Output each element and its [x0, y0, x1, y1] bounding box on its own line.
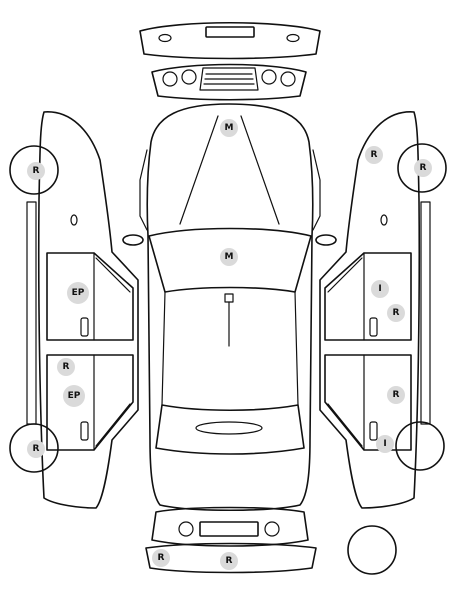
right-front-door-i-badge[interactable]: I	[371, 280, 389, 298]
left-front-door-badge[interactable]: EP	[67, 282, 89, 304]
car-top-view-icon	[122, 103, 337, 512]
right-front-wheel-badge[interactable]: R	[414, 159, 432, 177]
damage-badges: M M R EP R EP R R	[27, 119, 432, 570]
right-fender-badge[interactable]: R	[365, 146, 383, 164]
hood-badge[interactable]: M	[220, 119, 238, 137]
headlights-icon	[151, 63, 307, 101]
right-rear-wheel-badge[interactable]: I	[376, 435, 394, 453]
right-rear-wheel-badge-label: I	[383, 439, 386, 449]
spare-wheel-icon	[347, 525, 397, 575]
windshield-badge-label: M	[225, 252, 234, 262]
right-front-door-i-badge-label: I	[378, 284, 381, 294]
rear-bumper-left-badge-label: R	[158, 553, 165, 563]
hood-badge-label: M	[225, 123, 234, 133]
left-rear-top-badge[interactable]: R	[57, 358, 75, 376]
left-rear-wheel-badge-label: R	[33, 444, 40, 454]
left-front-wheel-badge-label: R	[33, 166, 40, 176]
right-side-view-icon	[319, 111, 447, 509]
rear-bumper-right-badge[interactable]: R	[220, 552, 238, 570]
left-rear-door-badge[interactable]: EP	[63, 385, 85, 407]
left-rear-top-badge-label: R	[63, 362, 70, 372]
left-rear-door-badge-label: EP	[68, 391, 81, 401]
windshield-badge[interactable]: M	[220, 248, 238, 266]
rear-bumper-icon	[145, 506, 317, 574]
rear-bumper-right-badge-label: R	[226, 556, 233, 566]
right-fender-badge-label: R	[371, 150, 378, 160]
left-rear-wheel-badge[interactable]: R	[27, 440, 45, 458]
right-front-wheel-badge-label: R	[420, 163, 427, 173]
left-side-view-icon	[9, 111, 139, 509]
left-front-wheel-badge[interactable]: R	[27, 162, 45, 180]
right-front-door-r-badge[interactable]: R	[387, 304, 405, 322]
right-rear-door-badge[interactable]: R	[387, 386, 405, 404]
rear-bumper-left-badge[interactable]: R	[152, 549, 170, 567]
right-rear-door-badge-label: R	[393, 390, 400, 400]
front-bumper-icon	[139, 21, 321, 60]
right-front-door-r-badge-label: R	[393, 308, 400, 318]
left-front-door-badge-label: EP	[72, 288, 85, 298]
